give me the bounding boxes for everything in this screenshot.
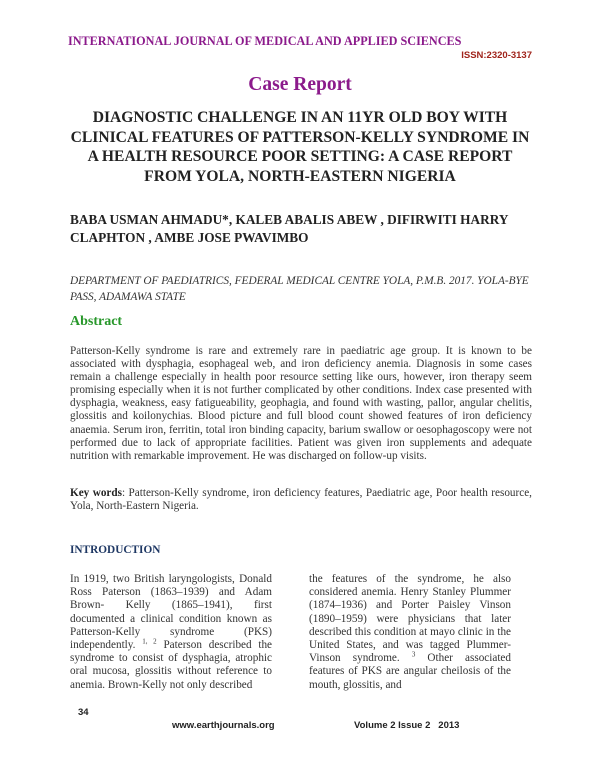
affiliation: DEPARTMENT OF PAEDIATRICS, FEDERAL MEDIC… bbox=[70, 275, 529, 303]
intro-left-text-a: In 1919, two British laryngologists, Don… bbox=[70, 573, 272, 652]
intro-right-text-a: the features of the syndrome, he also co… bbox=[309, 573, 511, 665]
article-title: DIAGNOSTIC CHALLENGE IN AN 11YR OLD BOY … bbox=[70, 109, 530, 185]
intro-right-column: the features of the syndrome, he also co… bbox=[309, 573, 511, 692]
footer-volume: Volume 2 Issue 2 2013 bbox=[354, 720, 460, 731]
intro-left-text-b: Paterson described the syndrome to consi… bbox=[70, 639, 273, 691]
article-type: Case Report bbox=[248, 74, 352, 95]
citation-1-2: 1, 2 bbox=[142, 637, 157, 646]
introduction-heading: INTRODUCTION bbox=[70, 544, 161, 556]
footer-website: www.earthjournals.org bbox=[172, 720, 275, 731]
abstract-heading: Abstract bbox=[70, 314, 123, 329]
page-number: 34 bbox=[78, 707, 89, 718]
intro-right-text-b: Other associated features of PKS are ang… bbox=[309, 652, 511, 691]
citation-3: 3 bbox=[411, 650, 416, 659]
intro-left-column: In 1919, two British laryngologists, Don… bbox=[70, 573, 272, 692]
keywords: Key words: Patterson-Kelly syndrome, iro… bbox=[70, 487, 532, 513]
issn: ISSN:2320-3137 bbox=[461, 50, 532, 61]
journal-name: INTERNATIONAL JOURNAL OF MEDICAL AND APP… bbox=[68, 34, 462, 48]
keywords-label: Key words bbox=[70, 487, 122, 499]
authors: BABA USMAN AHMADU*, KALEB ABALIS ABEW , … bbox=[70, 212, 508, 245]
abstract-text: Patterson-Kelly syndrome is rare and ext… bbox=[70, 345, 532, 462]
keywords-text: : Patterson-Kelly syndrome, iron deficie… bbox=[70, 487, 532, 513]
